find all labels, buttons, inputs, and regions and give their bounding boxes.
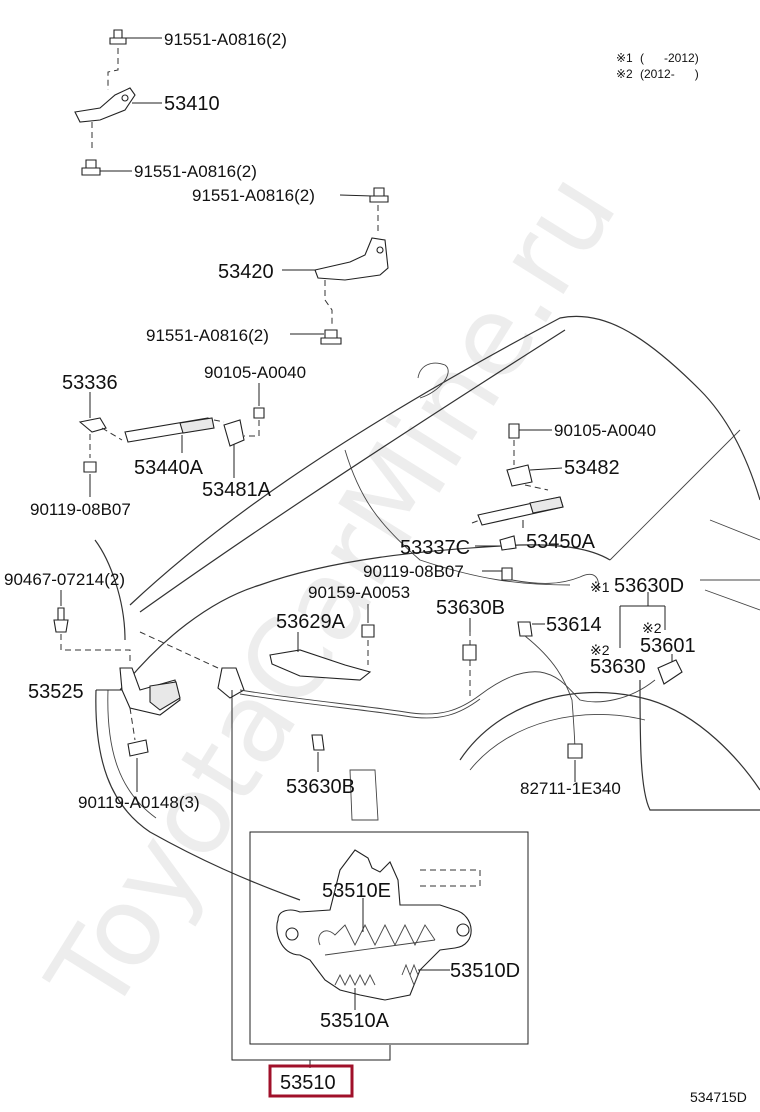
callout-90159-a0053: 90159-A0053 [308, 583, 410, 602]
callout-53630b-top: 53630B [436, 597, 505, 619]
note-2-text: (2012- ) [640, 67, 699, 81]
callout-53482: 53482 [564, 457, 620, 479]
note-mark-2a: ※2 [642, 620, 662, 636]
strut-53450a [471, 423, 564, 581]
callout-53510a: 53510A [320, 1010, 390, 1032]
callout-53336: 53336 [62, 372, 118, 394]
main-part-number[interactable]: 53510 [280, 1072, 336, 1094]
note-2-mark: ※2 [616, 67, 633, 81]
callout-53410: 53410 [164, 93, 220, 115]
note-mark-1: ※1 [590, 579, 610, 595]
callout-53440a: 53440A [134, 457, 204, 479]
callout-90467-07214: 90467-07214(2) [4, 570, 125, 589]
callout-labels: 91551-A0816(2) 53410 91551-A0816(2) 9155… [4, 30, 696, 1094]
note-1-mark: ※1 [616, 51, 633, 65]
diagram-code: 534715D [690, 1089, 747, 1105]
latch-detail [231, 690, 529, 1098]
callout-53337c: 53337C [400, 537, 470, 559]
fender-outline [94, 519, 760, 901]
callout-53614: 53614 [546, 614, 602, 636]
callout-91551-a0816-right2: 91551-A0816(2) [146, 326, 269, 345]
applicability-notes: ※1 ( -2012) ※2 (2012- ) [616, 51, 699, 81]
note-mark-2b: ※2 [590, 642, 610, 658]
callout-91551-a0816-top1: 91551-A0816(2) [164, 30, 287, 49]
latch-bracket-and-cables [139, 573, 683, 782]
callout-53601: 53601 [640, 635, 696, 657]
callout-53525: 53525 [28, 681, 84, 703]
hinge-53420 [282, 187, 389, 345]
callout-53510d: 53510D [450, 960, 520, 982]
callout-53630d: 53630D [614, 575, 684, 597]
callout-82711-1e340: 82711-1E340 [520, 779, 621, 798]
callout-90119-08b07-left: 90119-08B07 [30, 500, 131, 519]
callout-90105-a0040-right: 90105-A0040 [554, 421, 656, 440]
strut-53440a [78, 383, 265, 497]
callout-53630b-bottom: 53630B [286, 776, 355, 798]
callout-53481a: 53481A [202, 479, 272, 501]
callout-53630: 53630 [590, 656, 646, 678]
callout-90119-08b07-right: 90119-08B07 [363, 562, 464, 581]
hood-outline [119, 315, 760, 691]
callout-90105-a0040-left: 90105-A0040 [204, 363, 306, 382]
callout-53510e: 53510E [322, 880, 391, 902]
callout-91551-a0816-top2: 91551-A0816(2) [134, 162, 257, 181]
callout-90119-a0148: 90119-A0148(3) [78, 793, 200, 812]
support-53525 [53, 590, 181, 792]
callout-91551-a0816-right1: 91551-A0816(2) [192, 186, 315, 205]
callout-53450a: 53450A [526, 531, 596, 553]
main-part-highlight-box [268, 1064, 354, 1098]
hinge-53410 [74, 29, 162, 176]
note-1-text: ( -2012) [640, 51, 699, 65]
callout-53629a: 53629A [276, 611, 346, 633]
callout-53420: 53420 [218, 261, 274, 283]
